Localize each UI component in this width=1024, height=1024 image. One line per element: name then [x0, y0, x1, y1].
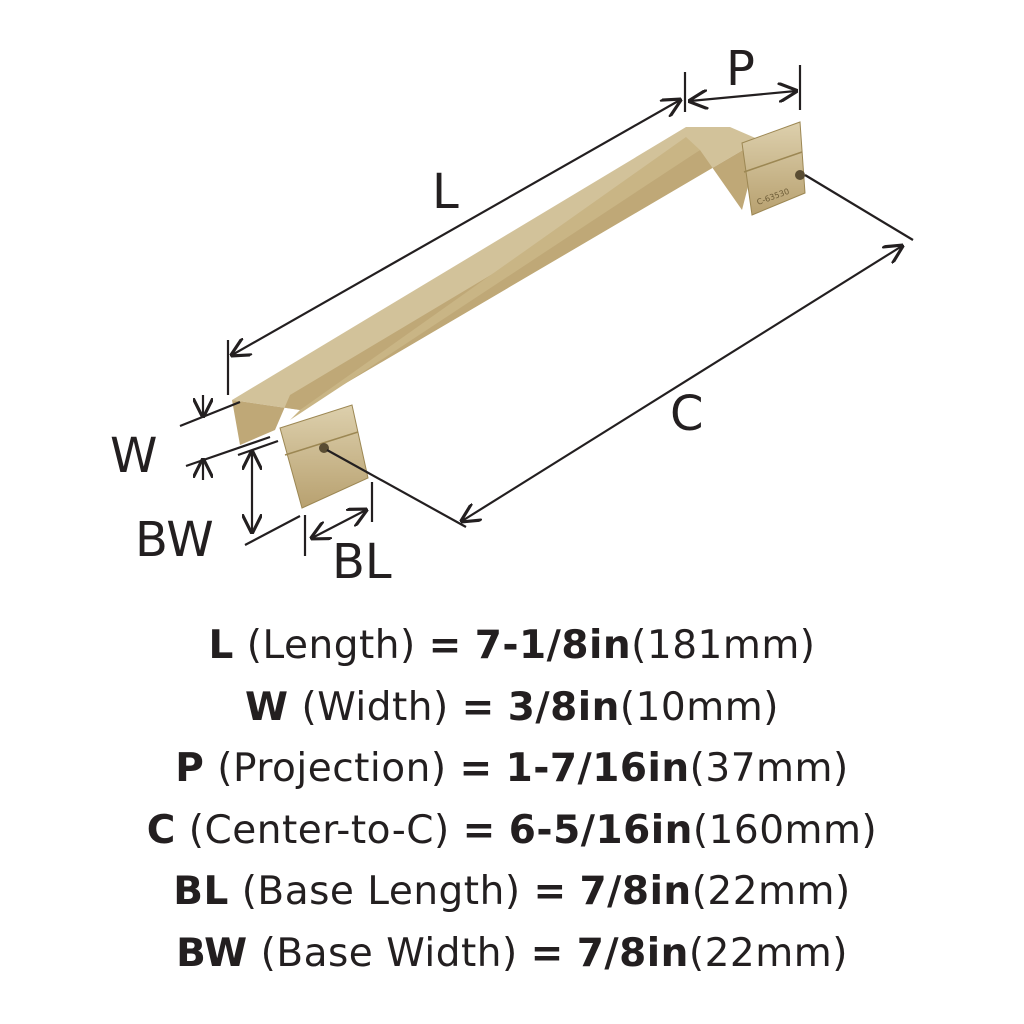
right-screw-hole — [795, 170, 805, 180]
label-p: P — [726, 41, 755, 97]
spec-code: L — [208, 623, 234, 668]
spec-eq: = — [462, 807, 496, 853]
spec-name: (Center-to-C) — [188, 807, 450, 853]
spec-base-length: BL (Base Length) = 7/8in(22mm) — [0, 861, 1024, 923]
center-arrow — [462, 246, 902, 521]
spec-name: (Base Length) — [241, 869, 521, 914]
spec-eq: = — [530, 930, 564, 976]
spec-name: (Base Width) — [260, 930, 518, 976]
spec-eq: = — [461, 684, 495, 730]
spec-base-width: BW (Base Width) = 7/8in(22mm) — [0, 923, 1024, 985]
spec-eq: = — [533, 869, 567, 914]
spec-imperial: 7-1/8in — [474, 623, 632, 668]
label-bl: BL — [332, 534, 392, 590]
label-w: W — [110, 428, 157, 484]
spec-list: L (Length) = 7-1/8in(181mm) W (Width) = … — [0, 615, 1024, 984]
cabinet-pull-handle: C-63530 — [232, 121, 806, 509]
left-base — [279, 404, 369, 509]
spec-width: W (Width) = 3/8in(10mm) — [0, 677, 1024, 739]
spec-imperial: 3/8in — [507, 684, 620, 730]
label-bw: BW — [135, 512, 214, 568]
spec-metric: (181mm) — [631, 623, 816, 668]
spec-imperial: 7/8in — [576, 930, 689, 976]
label-c: C — [670, 386, 704, 442]
spec-code: W — [245, 684, 289, 730]
dimension-diagram: C-63530 L P C W BW BL — [110, 41, 914, 590]
spec-imperial: 7/8in — [579, 869, 692, 914]
spec-code: BL — [173, 869, 229, 914]
spec-length: L (Length) = 7-1/8in(181mm) — [0, 615, 1024, 677]
label-l: L — [432, 164, 459, 220]
base-length-arrow — [312, 510, 366, 538]
spec-imperial: 6-5/16in — [508, 807, 693, 853]
spec-name: (Projection) — [217, 746, 447, 791]
length-arrow — [232, 100, 680, 355]
spec-metric: (160mm) — [692, 807, 878, 853]
spec-code: BW — [176, 930, 248, 976]
spec-center: C (Center-to-C) = 6-5/16in(160mm) — [0, 800, 1024, 862]
spec-name: (Width) — [301, 684, 449, 730]
handle-bar-side — [290, 137, 700, 420]
spec-code: P — [175, 746, 205, 791]
projection-arrow — [690, 91, 796, 101]
dimension-lines — [179, 65, 914, 556]
spec-projection: P (Projection) = 1-7/16in(37mm) — [0, 738, 1024, 800]
spec-eq: = — [428, 623, 462, 668]
right-base — [741, 121, 806, 216]
spec-metric: (10mm) — [619, 684, 779, 730]
spec-imperial: 1-7/16in — [505, 746, 690, 791]
left-screw-hole — [319, 443, 329, 453]
spec-metric: (37mm) — [689, 746, 849, 791]
spec-code: C — [146, 807, 176, 853]
spec-name: (Length) — [246, 623, 416, 668]
spec-eq: = — [459, 746, 493, 791]
spec-metric: (22mm) — [688, 930, 848, 976]
spec-metric: (22mm) — [691, 869, 851, 914]
